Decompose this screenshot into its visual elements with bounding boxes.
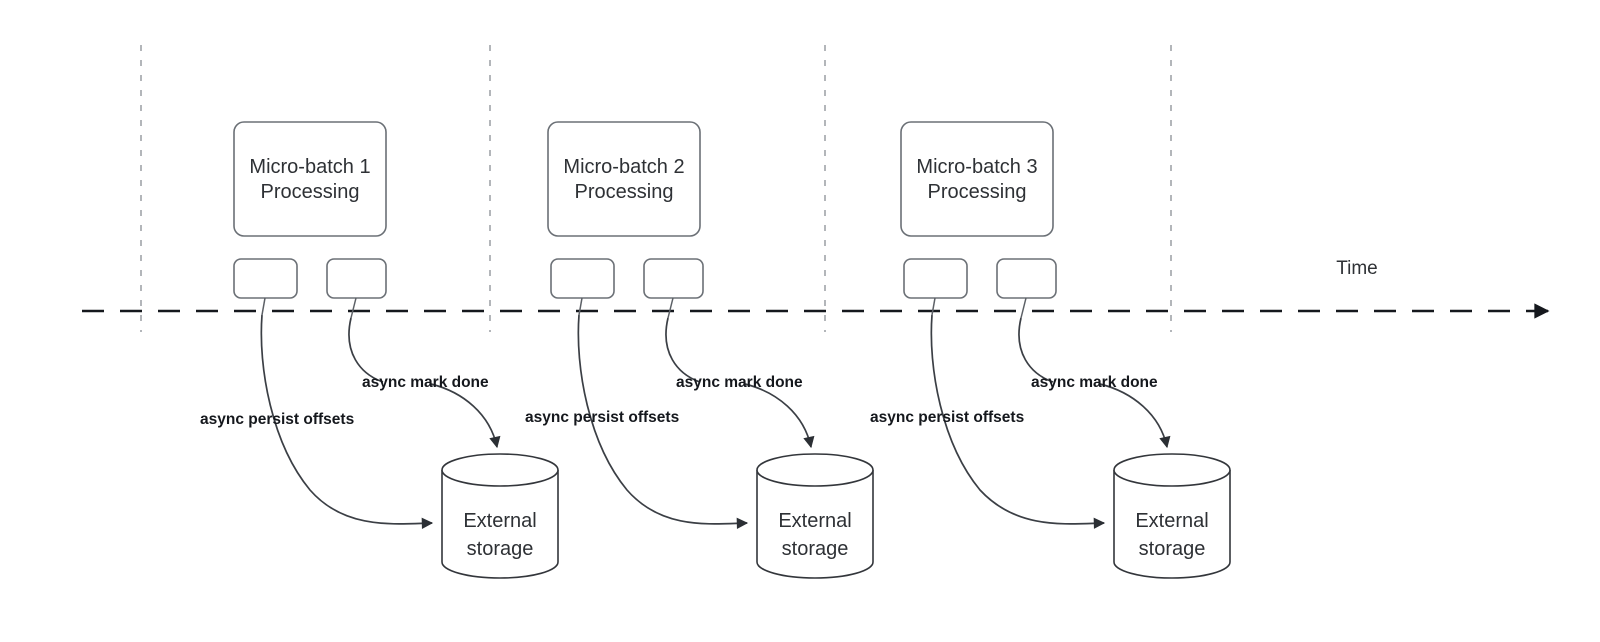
batch-boundary-ticks: [140, 45, 1172, 332]
external-storage-1-top: [441, 453, 559, 487]
task-1a-stub: [261, 297, 266, 316]
task-2b-stub: [667, 297, 674, 319]
external-storage-2-top: [756, 453, 874, 487]
task-3a-box[interactable]: [903, 258, 968, 299]
time-axis: Time: [82, 258, 1550, 319]
micro-batch-1-label-line2: Processing: [261, 181, 360, 203]
external-storage-2[interactable]: External storage: [756, 453, 874, 579]
async-persist-offsets-label-1: async persist offsets: [200, 411, 354, 428]
micro-batch-1-label-line1: Micro-batch 1: [249, 156, 370, 178]
async-mark-done-arrow-3: [1099, 383, 1171, 449]
external-storage-1-label-line1: External: [463, 510, 536, 532]
external-storage-2-label-line2: storage: [782, 538, 849, 560]
async-mark-done-stub-2: [665, 317, 701, 383]
time-axis-label: Time: [1336, 258, 1378, 279]
async-mark-done-arrow-2: [744, 383, 815, 449]
async-persist-offsets-label-2: async persist offsets: [525, 409, 679, 426]
async-mark-done-label-3: async mark done: [1031, 374, 1158, 391]
stage-1-group: Micro-batch 1 Processing async persist o…: [200, 121, 559, 579]
external-storage-1-label-line2: storage: [467, 538, 534, 560]
task-1a-box[interactable]: [233, 258, 298, 299]
task-2a-stub: [578, 297, 583, 316]
task-3b-box[interactable]: [996, 258, 1057, 299]
external-storage-1[interactable]: External storage: [441, 453, 559, 579]
external-storage-3[interactable]: External storage: [1113, 453, 1231, 579]
async-persist-offsets-arrow-1: [260, 314, 434, 529]
micro-batch-2-processing-box[interactable]: [547, 121, 701, 237]
external-storage-2-label-line1: External: [778, 510, 851, 532]
async-mark-done-stub-3: [1018, 317, 1054, 383]
micro-batch-2-label-line1: Micro-batch 2: [563, 156, 684, 178]
async-mark-done-stub-1: [348, 317, 384, 383]
stage-2-group: Micro-batch 2 Processing async persist o…: [525, 121, 874, 579]
task-1b-stub: [350, 297, 357, 319]
async-mark-done-label-1: async mark done: [362, 374, 489, 391]
external-storage-3-label-line2: storage: [1139, 538, 1206, 560]
task-2b-box[interactable]: [643, 258, 704, 299]
micro-batch-1-processing-box[interactable]: [233, 121, 387, 237]
async-persist-offsets-arrow-2: [577, 314, 749, 529]
micro-batch-2-label-line2: Processing: [575, 181, 674, 203]
external-storage-3-body: [1113, 470, 1231, 579]
external-storage-3-top: [1113, 453, 1231, 487]
async-persist-offsets-arrow-3: [930, 314, 1106, 529]
async-mark-done-label-2: async mark done: [676, 374, 803, 391]
async-persist-offsets-label-3: async persist offsets: [870, 409, 1024, 426]
micro-batch-3-label-line2: Processing: [928, 181, 1027, 203]
micro-batch-3-label-line1: Micro-batch 3: [916, 156, 1037, 178]
micro-batch-3-processing-box[interactable]: [900, 121, 1054, 237]
external-storage-3-label-line1: External: [1135, 510, 1208, 532]
task-2a-box[interactable]: [550, 258, 615, 299]
external-storage-1-body: [441, 470, 559, 579]
stage-3-group: Micro-batch 3 Processing async persist o…: [870, 121, 1231, 579]
task-3b-stub: [1020, 297, 1027, 319]
task-3a-stub: [931, 297, 936, 316]
async-mark-done-arrow-1: [430, 383, 501, 449]
external-storage-2-body: [756, 470, 874, 579]
task-1b-box[interactable]: [326, 258, 387, 299]
